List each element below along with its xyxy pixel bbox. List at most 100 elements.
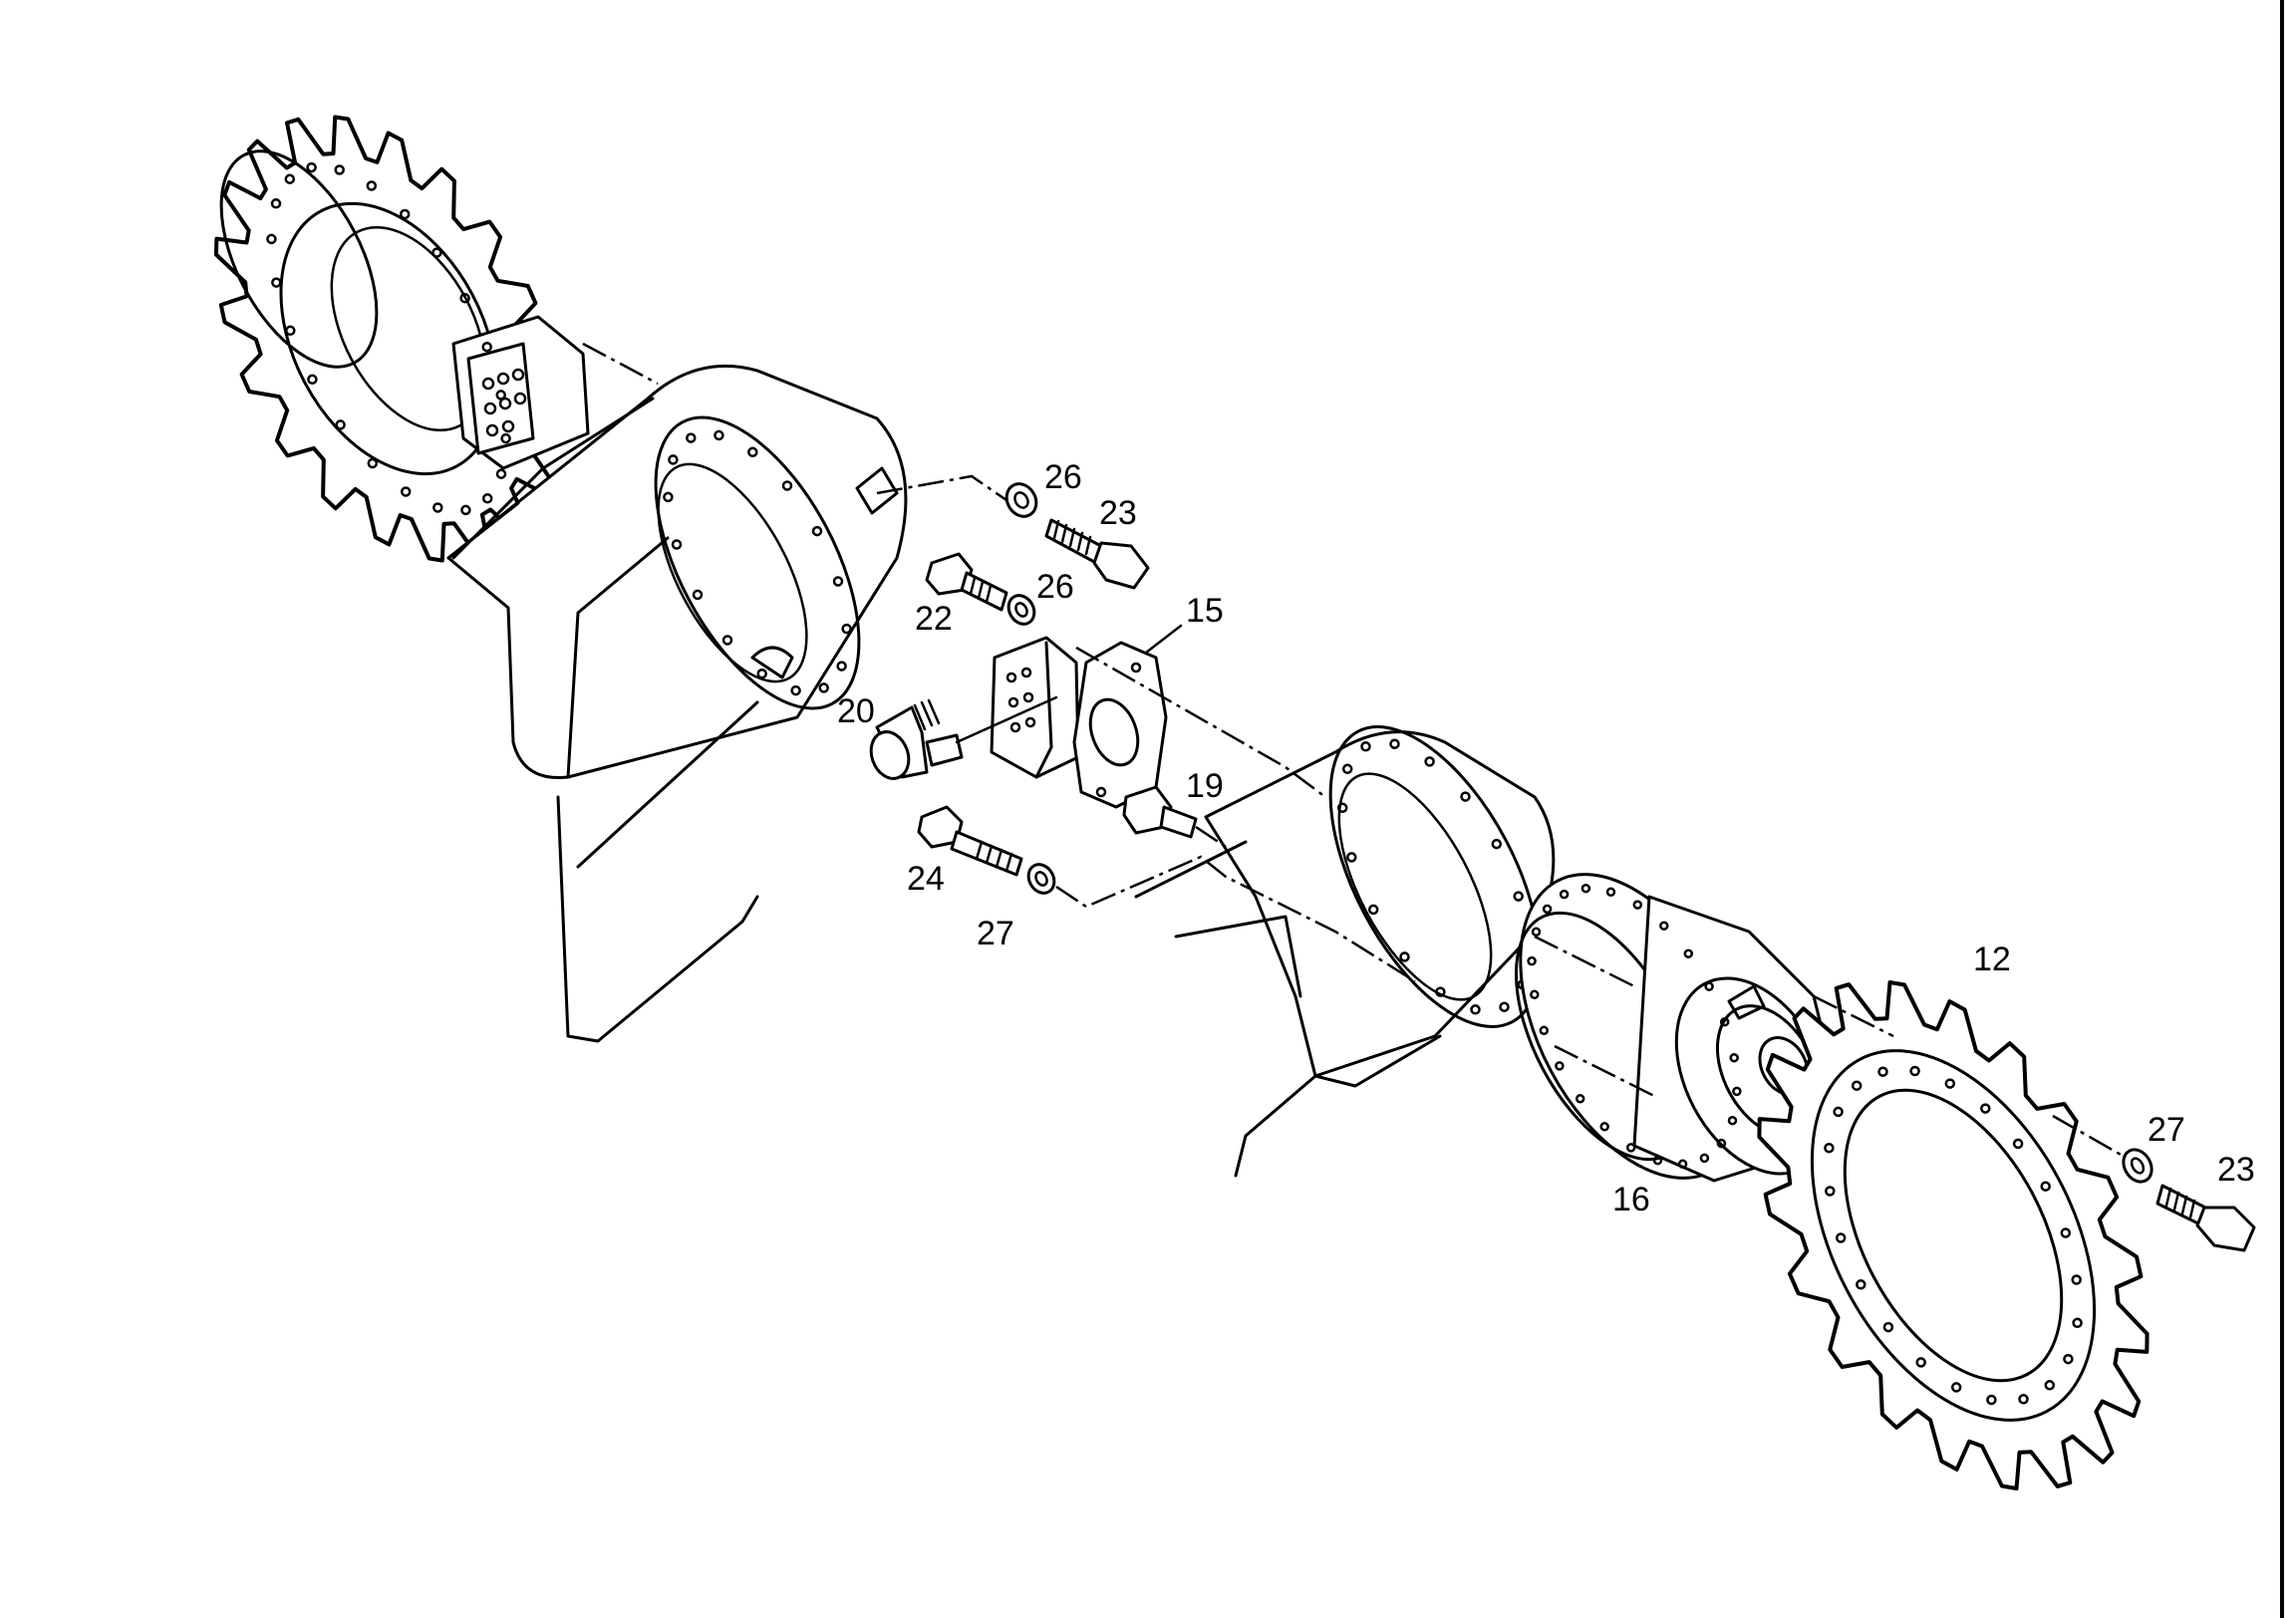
callout-24: 24	[907, 860, 945, 898]
bolt-hole	[399, 208, 411, 220]
elbow-fitting-20	[869, 698, 964, 780]
bolt-hole	[1542, 904, 1553, 915]
bolt-hole	[1625, 1143, 1636, 1153]
bolt-hole	[1367, 904, 1379, 916]
bolt-hole	[460, 504, 471, 516]
bolt-hole	[692, 589, 704, 601]
bolt-hole	[1341, 763, 1353, 775]
bolt-hole	[431, 247, 442, 258]
bolt-hole	[1580, 883, 1591, 894]
washer-26-lower	[1006, 594, 1036, 626]
bolt-hole	[432, 502, 443, 513]
bolt-hole	[832, 576, 844, 587]
bolt-hole	[1825, 1186, 1836, 1197]
bolt-hole	[1980, 1103, 1991, 1114]
bolt-hole	[1470, 1004, 1481, 1015]
bolt-hole	[2071, 1274, 2082, 1285]
bolt-hole	[1677, 1159, 1688, 1170]
bolt-hole	[306, 161, 317, 173]
bolt-22	[925, 552, 1008, 612]
bolt-hole	[811, 525, 823, 537]
bolt-hole	[1851, 1080, 1863, 1091]
left-frame-bolt-holes	[663, 429, 852, 696]
bolt-hole	[721, 635, 733, 646]
bolt-hole	[1950, 1382, 1962, 1393]
bolt-hole	[334, 164, 345, 175]
bolt-hole	[481, 341, 492, 353]
bolt-hole	[1729, 1052, 1739, 1063]
callout-23-top: 23	[1099, 494, 1137, 532]
callout-26-top: 26	[1044, 458, 1082, 496]
callout-labels: 26 23 22 26 15 20 19 24 27 12 27 23 16	[837, 458, 2255, 1218]
bolt-hole	[1346, 852, 1357, 863]
left-sprocket-assembly	[213, 115, 590, 563]
bolt-hole	[266, 233, 277, 245]
bolt-hole	[1539, 1025, 1550, 1036]
bolt-hole	[1424, 756, 1435, 767]
bolt-hole	[1632, 900, 1643, 910]
callout-16: 16	[1612, 1181, 1650, 1218]
callout-19: 19	[1186, 767, 1224, 805]
callout-27-lower: 27	[977, 915, 1014, 952]
bolt-23-right	[2155, 1184, 2256, 1252]
callout-12: 12	[1973, 941, 2011, 978]
bolt-hole	[1530, 989, 1540, 1000]
bolt-23-top	[1044, 518, 1150, 590]
bolt-hole	[307, 374, 318, 386]
fitting-19	[1122, 785, 1198, 839]
bolt-hole	[1559, 889, 1570, 900]
bolt-hole	[2018, 1394, 2029, 1405]
bolt-hole	[1986, 1394, 1997, 1406]
bolt-hole	[1719, 1016, 1730, 1027]
bolt-hole	[1877, 1066, 1888, 1077]
bolt-hole	[2040, 1181, 2051, 1192]
bolt-hole	[841, 623, 852, 635]
bolt-hole	[668, 454, 679, 465]
bolt-hole	[1499, 1001, 1510, 1012]
bolt-hole	[367, 457, 379, 469]
bolt-hole	[1699, 1153, 1710, 1164]
right-track-frame	[1134, 725, 1556, 1178]
bolt-hole	[459, 292, 470, 304]
callout-20: 20	[837, 692, 875, 730]
bolt-hole	[271, 277, 282, 288]
bolt-hole	[747, 446, 758, 458]
bolt-hole	[836, 661, 847, 672]
bolt-hole	[500, 432, 511, 444]
bolt-hole	[1915, 1357, 1926, 1368]
bolt-hole	[781, 480, 793, 491]
bolt-hole	[2012, 1138, 2024, 1150]
bolt-hole	[1909, 1065, 1920, 1077]
bolt-hole	[1531, 927, 1542, 938]
bolt-hole	[714, 429, 724, 441]
bolt-hole	[1732, 1086, 1742, 1097]
bolt-hole	[2060, 1227, 2072, 1238]
bolt-hole	[1389, 738, 1400, 749]
bolt-hole	[495, 390, 506, 401]
bolt-hole	[335, 419, 346, 430]
bolt-hole	[1513, 891, 1524, 902]
right-sprocket-teeth	[1757, 980, 2150, 1490]
bolt-hole	[1599, 1122, 1609, 1132]
bolt-hole	[1944, 1078, 1956, 1089]
callout-27-right: 27	[2148, 1111, 2185, 1149]
bolt-hole	[1704, 981, 1714, 991]
bolt-hole	[818, 682, 829, 693]
callout-26-lower: 26	[1036, 568, 1074, 606]
bolt-hole	[1727, 1115, 1738, 1126]
bolt-hole	[1652, 1155, 1663, 1166]
bolt-hole	[1835, 1232, 1847, 1243]
bolt-hole	[2063, 1353, 2074, 1365]
bolt-hole	[756, 668, 767, 679]
bolt-hole	[671, 539, 683, 550]
bolt-hole	[495, 468, 507, 479]
bolt-hole	[1555, 1061, 1565, 1071]
bolt-hole	[1460, 791, 1471, 802]
valve-block-group	[869, 482, 1198, 895]
bolt-hole	[284, 173, 296, 184]
bolt-hole	[1491, 838, 1503, 850]
callout-23-right: 23	[2217, 1151, 2255, 1189]
bolt-hole	[686, 432, 697, 443]
bolt-hole	[1605, 887, 1616, 898]
